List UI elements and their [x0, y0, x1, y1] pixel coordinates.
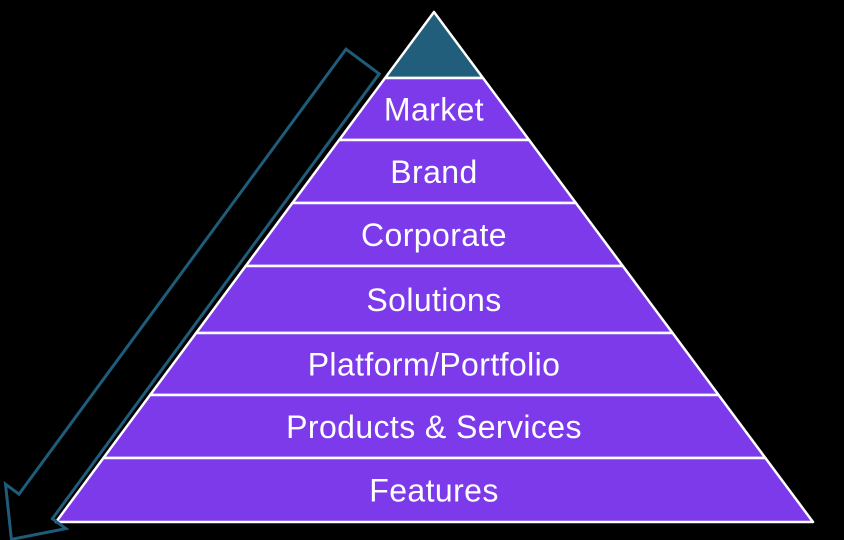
pyramid-level-label-market: Market	[384, 92, 484, 128]
pyramid-level-label-solutions: Solutions	[366, 282, 501, 318]
pyramid-level-label-products-services: Products & Services	[286, 409, 582, 445]
pyramid-level-label-platform-portfolio: Platform/Portfolio	[308, 347, 561, 383]
pyramid-level-label-corporate: Corporate	[361, 217, 507, 253]
downward-arrow-icon	[3, 47, 382, 540]
pyramid-level-label-features: Features	[369, 473, 498, 509]
pyramid-level-label-brand: Brand	[390, 154, 477, 190]
pyramid-level-features	[54, 456, 815, 524]
pyramid-apex	[383, 10, 485, 80]
